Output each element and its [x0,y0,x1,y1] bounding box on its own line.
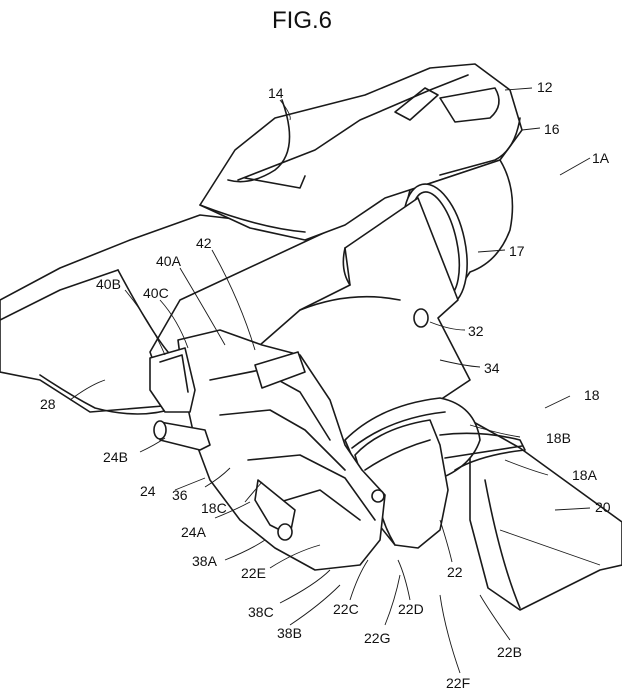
figure-title: FIG.6 [272,7,332,34]
label-22: 22 [447,564,463,580]
label-16: 16 [544,121,560,137]
label-22F: 22F [446,675,470,691]
label-22B: 22B [497,644,522,660]
reference-labels: 12 14 16 1A 17 42 40A 40B 40C 32 34 28 1… [40,79,611,691]
label-42: 42 [196,235,212,251]
label-28: 28 [40,396,56,412]
leader-lines [69,87,591,674]
label-20: 20 [595,499,611,515]
label-12: 12 [537,79,553,95]
label-24A: 24A [181,524,207,540]
label-18B: 18B [546,430,571,446]
label-40C: 40C [143,285,169,301]
label-38A: 38A [192,553,218,569]
label-22C: 22C [333,601,359,617]
bolt-22E [371,489,385,503]
label-22G: 22G [364,630,390,646]
label-14: 14 [268,85,284,101]
label-38C: 38C [248,604,274,620]
pad-14 [199,63,523,241]
label-22E: 22E [241,565,266,581]
label-36: 36 [172,487,188,503]
label-18A: 18A [572,467,598,483]
label-18: 18 [584,387,600,403]
label-40B: 40B [96,276,121,292]
label-24: 24 [140,483,156,499]
label-17: 17 [509,243,525,259]
duct-20 [469,419,622,611]
label-34: 34 [484,360,500,376]
bolt-32 [413,308,429,328]
label-18C: 18C [201,500,227,516]
label-32: 32 [468,323,484,339]
label-24B: 24B [103,449,128,465]
label-40A: 40A [156,253,182,269]
bracket-24 [149,329,386,571]
duct-28 [0,214,331,415]
label-22D: 22D [398,601,424,617]
plate-42 [254,351,306,389]
label-1A: 1A [592,150,610,166]
label-38B: 38B [277,625,302,641]
